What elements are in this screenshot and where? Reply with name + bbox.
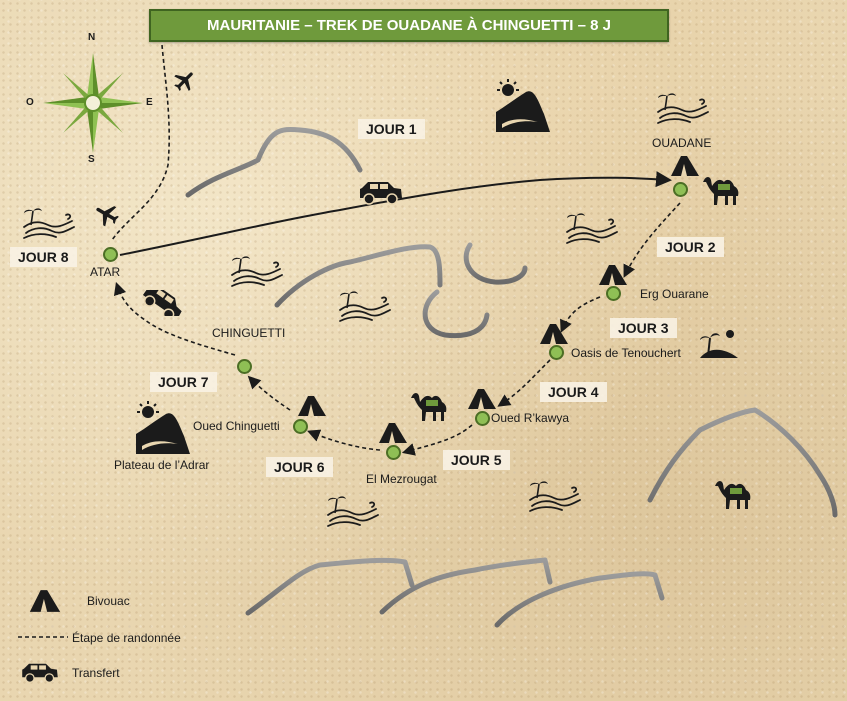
flight-path — [111, 44, 170, 241]
ridge-hook-b — [422, 289, 490, 339]
sun-mountain-icon — [496, 79, 550, 132]
legend-bivouac: Bivouac — [87, 594, 130, 608]
hike-routes — [111, 44, 681, 456]
stop-oasis-tenouchert — [549, 345, 564, 360]
camel-icon — [411, 393, 447, 421]
day-label-6: JOUR 6 — [266, 457, 333, 477]
compass-east: E — [146, 97, 153, 108]
hike-mezrougat-chinguettioued — [307, 429, 381, 451]
ridge-south-1 — [245, 557, 415, 616]
hike-chinguetti-atar — [113, 281, 236, 356]
palm-dune-icon — [339, 290, 391, 322]
day-label-3: JOUR 3 — [610, 318, 677, 338]
ridge-south-3 — [494, 571, 665, 628]
stop-atar — [103, 247, 118, 262]
place-erg-ouarane: Erg Ouarane — [640, 287, 709, 301]
hike-rkawya-mezrougat — [401, 424, 473, 456]
place-chinguetti: CHINGUETTI — [212, 326, 286, 340]
day-label-5: JOUR 5 — [443, 450, 510, 470]
oasis-icon — [700, 330, 738, 358]
compass-north: N — [88, 32, 96, 43]
tent-icon — [468, 389, 496, 409]
day-label-2: JOUR 2 — [657, 237, 724, 257]
ridge-south-2 — [379, 557, 553, 615]
stop-el-mezrougat — [386, 445, 401, 460]
transfer-routes — [119, 171, 672, 256]
stop-oued-rkawya — [475, 411, 490, 426]
palm-dune-icon — [657, 92, 709, 124]
compass-south: S — [88, 154, 95, 165]
day-label-7: JOUR 7 — [150, 372, 217, 392]
4x4-car-icon — [360, 182, 402, 205]
hike-ouadane-erg — [623, 202, 681, 278]
tent-icon — [29, 590, 61, 612]
airplane-icon — [174, 72, 193, 91]
camel-icon — [715, 481, 751, 509]
tent-icon — [599, 265, 627, 285]
dashed-line-icon — [18, 636, 68, 638]
airplane-icon — [96, 206, 119, 227]
tent-icon — [298, 396, 326, 416]
4x4-car-icon — [142, 290, 182, 316]
map-title: MAURITANIE – TREK DE OUADANE À CHINGUETT… — [149, 9, 669, 42]
day-label-1: JOUR 1 — [358, 119, 425, 139]
ridge-east — [647, 407, 838, 518]
place-atar: ATAR — [90, 265, 121, 279]
stop-ouadane — [673, 182, 688, 197]
tent-icon — [379, 423, 407, 443]
tent-icon — [671, 156, 699, 176]
sun-mountain-icon — [136, 401, 190, 454]
legend-transfer: Transfert — [72, 666, 120, 680]
hike-tenouchert-rkawya — [497, 359, 551, 407]
place-oued-chinguetti: Oued Chinguetti — [193, 419, 280, 433]
legend-hike: Étape de randonnée — [72, 631, 181, 645]
place-oued-rkawya: Oued R’kawya — [491, 411, 570, 425]
day-label-8: JOUR 8 — [10, 247, 77, 267]
compass-rose-icon — [43, 53, 143, 153]
palm-dune-icon — [327, 495, 379, 527]
stop-chinguetti — [237, 359, 252, 374]
compass-west: O — [26, 97, 34, 108]
palm-dune-icon — [529, 480, 581, 512]
transfer-atar-ouadane — [119, 171, 672, 256]
camel-icon — [703, 177, 739, 205]
place-oasis-tenouchert: Oasis de Tenouchert — [571, 346, 681, 360]
mountain-ridges — [185, 126, 838, 628]
ridge-hook-a — [463, 242, 528, 285]
palm-dune-icon — [231, 255, 283, 287]
ridge-central — [274, 244, 443, 308]
ridge-north — [185, 126, 363, 198]
stop-erg-ouarane — [606, 286, 621, 301]
day-label-4: JOUR 4 — [540, 382, 607, 402]
place-el-mezrougat: El Mezrougat — [366, 472, 437, 486]
place-plateau-adrar: Plateau de l’Adrar — [114, 458, 210, 472]
stop-oued-chinguetti — [293, 419, 308, 434]
tent-icon — [540, 324, 568, 344]
4x4-car-icon — [22, 663, 58, 683]
palm-dune-icon — [566, 212, 618, 244]
palm-dune-icon — [23, 207, 75, 239]
hike-oued-chinguetti — [247, 375, 291, 411]
place-ouadane: OUADANE — [652, 136, 712, 150]
